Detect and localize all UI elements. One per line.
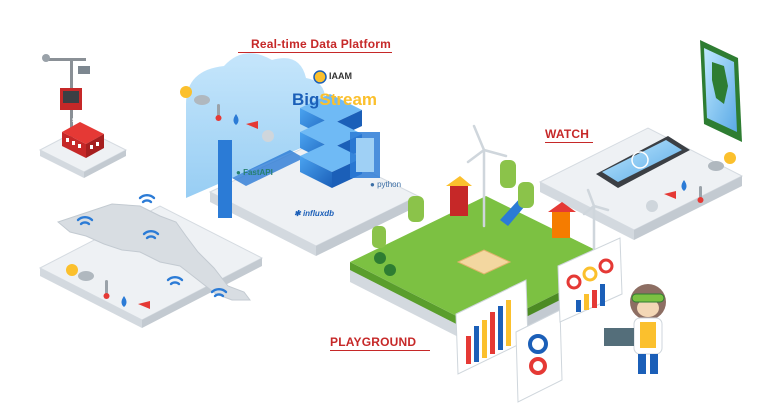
bigstream-logo-big: Big [292, 90, 320, 109]
rain-cloud-icon [262, 130, 274, 142]
fastapi-logo-text: FastAPI [243, 168, 273, 177]
influxdb-logo-text: influxdb [302, 209, 335, 218]
realtime-platform-label: Real-time Data Platform [251, 37, 391, 51]
sun-cloud-icon [66, 264, 94, 281]
pie-chart-icon [515, 309, 563, 403]
sun-cloud-icon [708, 152, 736, 171]
country-map [56, 203, 251, 301]
wind-sock-icon [138, 301, 150, 309]
iaam-logo-text: IAAM [329, 71, 352, 81]
smartphone-icon [596, 136, 690, 188]
python-logo-text: python [377, 180, 402, 189]
bigstream-logo-stream: Stream [319, 90, 378, 109]
playground-underline [330, 350, 430, 351]
influxdb-logo: ✱ influxdb [294, 209, 335, 218]
data-pipe [218, 140, 232, 218]
water-drop-icon [233, 114, 239, 125]
tablet-map-icon [700, 40, 742, 142]
sun-cloud-icon [180, 86, 210, 105]
water-drop-icon [681, 180, 687, 191]
water-drop-icon [121, 296, 127, 307]
watch-label: WATCH [545, 127, 590, 141]
realtime-underline [238, 52, 392, 53]
watch-underline [545, 142, 593, 143]
thermometer-icon [103, 280, 110, 299]
sensor-station-platform [38, 54, 128, 178]
wind-sock-icon [246, 121, 258, 129]
iaam-logo-icon [313, 70, 327, 84]
server-stack-icon [300, 94, 380, 188]
school-building-icon [62, 122, 104, 158]
bar-chart-icon [557, 237, 623, 323]
python-logo: ● python [370, 180, 402, 189]
rain-cloud-icon [646, 200, 658, 212]
wind-turbine-icon [466, 124, 610, 256]
laptop-icon [604, 328, 634, 346]
fastapi-logo: ● FastAPI [236, 168, 273, 177]
wind-sock-icon [664, 191, 676, 199]
map-platform [38, 193, 264, 328]
weather-station-icon [42, 54, 90, 148]
thermometer-icon [215, 104, 222, 121]
wifi-icon [76, 193, 228, 298]
monkey-mascot-icon [630, 284, 666, 374]
tree-icon [372, 160, 534, 276]
bigstream-logo: BigStream [292, 90, 377, 110]
realtime-platform [180, 53, 420, 256]
playground-label: PLAYGROUND [330, 335, 417, 349]
thermometer-icon [697, 186, 704, 203]
sensor-banner: SENSOR [72, 118, 94, 124]
